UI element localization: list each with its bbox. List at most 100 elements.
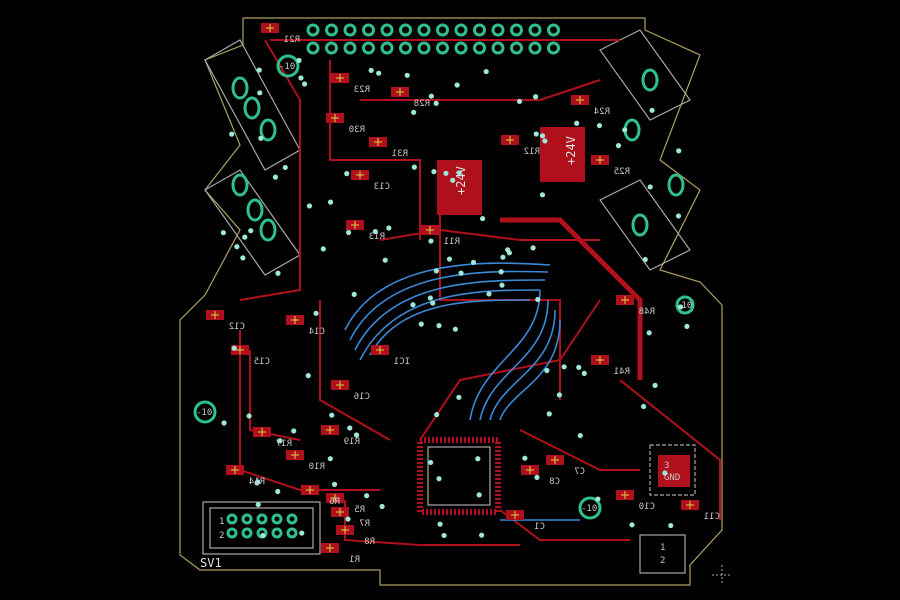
vias <box>220 57 690 539</box>
via <box>576 364 582 370</box>
gnd-pad-component: 3 GND <box>649 444 696 496</box>
via <box>652 382 658 388</box>
component-designator: C15 <box>254 357 270 367</box>
component-designator: C16 <box>354 392 370 402</box>
header-pin <box>399 23 412 37</box>
header-pin <box>473 23 486 37</box>
ic-label: +24V <box>564 136 578 165</box>
via <box>231 345 237 351</box>
component-designator: R8 <box>364 537 375 547</box>
header-pin <box>436 41 449 55</box>
via <box>353 432 360 438</box>
via <box>675 213 682 219</box>
via <box>428 459 434 466</box>
via <box>220 230 226 236</box>
connector-pin <box>271 513 283 525</box>
component-designator: R12 <box>524 147 540 157</box>
jumper[interactable]: 1 2 <box>639 534 686 574</box>
top-copper-traces <box>239 39 721 546</box>
via <box>561 364 567 370</box>
regulator-ic-1: +24V <box>437 160 482 215</box>
component-designator: C14 <box>309 327 325 337</box>
via <box>260 532 266 539</box>
header-pin <box>325 23 338 37</box>
via <box>386 225 392 231</box>
via <box>677 304 684 310</box>
header-pin <box>528 23 542 37</box>
via <box>291 428 297 434</box>
via <box>596 122 603 129</box>
component-designator: C11 <box>704 512 720 522</box>
component-designator: R21 <box>284 35 300 45</box>
connector-pin <box>286 513 298 525</box>
via <box>546 411 552 417</box>
component-designator: C1 <box>534 522 545 532</box>
component-designator: R19 <box>344 437 360 447</box>
header-pin <box>380 41 394 55</box>
via <box>649 107 655 113</box>
via <box>622 127 628 133</box>
main-qfp-ic <box>417 437 501 515</box>
via <box>277 438 283 444</box>
via <box>433 268 439 274</box>
via <box>320 246 326 252</box>
via <box>476 492 482 498</box>
component-designator: C8 <box>549 477 560 487</box>
via <box>275 270 281 276</box>
bottom-copper-bus <box>344 262 580 521</box>
via <box>234 244 240 250</box>
via <box>437 521 443 527</box>
via <box>382 257 388 263</box>
connector-pin <box>226 513 238 525</box>
via <box>581 370 587 376</box>
connector-pin <box>271 527 283 539</box>
component-designator: R28 <box>414 99 430 109</box>
via <box>456 170 462 176</box>
connector-pin <box>241 513 253 525</box>
via <box>441 532 447 539</box>
sv1-connector[interactable]: 1 2 SV1 <box>200 501 321 570</box>
via <box>296 57 302 64</box>
via <box>433 100 439 106</box>
via <box>345 516 351 522</box>
via <box>470 259 477 265</box>
via <box>246 413 252 419</box>
via <box>427 295 433 301</box>
pad-number: 3 <box>664 461 669 471</box>
header-pin <box>380 23 394 37</box>
via <box>642 256 648 263</box>
component-designator: C10 <box>639 502 655 512</box>
via <box>662 470 668 476</box>
via <box>595 496 601 502</box>
via <box>530 245 536 251</box>
via <box>305 373 311 379</box>
header-pin <box>473 41 486 55</box>
via <box>242 234 248 240</box>
pin2-label: 2 <box>219 531 224 541</box>
component-designator: C13 <box>374 182 390 192</box>
header-pin <box>343 41 357 55</box>
via <box>535 296 541 303</box>
via <box>240 255 246 261</box>
via <box>229 131 235 137</box>
component-designator: R41 <box>614 367 630 377</box>
via <box>629 522 635 528</box>
component-designator: IC1 <box>394 357 410 367</box>
jumper-pin1: 1 <box>660 543 665 553</box>
header-pin <box>417 41 431 55</box>
via <box>539 133 546 139</box>
gnd-label: GND <box>664 473 680 483</box>
via <box>646 330 652 336</box>
via <box>376 70 382 76</box>
mounting-holes: -10 -10 -10 -10 <box>193 54 695 520</box>
via <box>372 228 378 235</box>
via <box>539 192 546 198</box>
ic-label: +24V <box>454 166 468 195</box>
header-pin <box>343 23 357 37</box>
component-designator: R6 <box>329 497 340 507</box>
hole-label: -10 <box>676 301 692 311</box>
header-pin <box>454 23 468 37</box>
via <box>344 171 350 177</box>
